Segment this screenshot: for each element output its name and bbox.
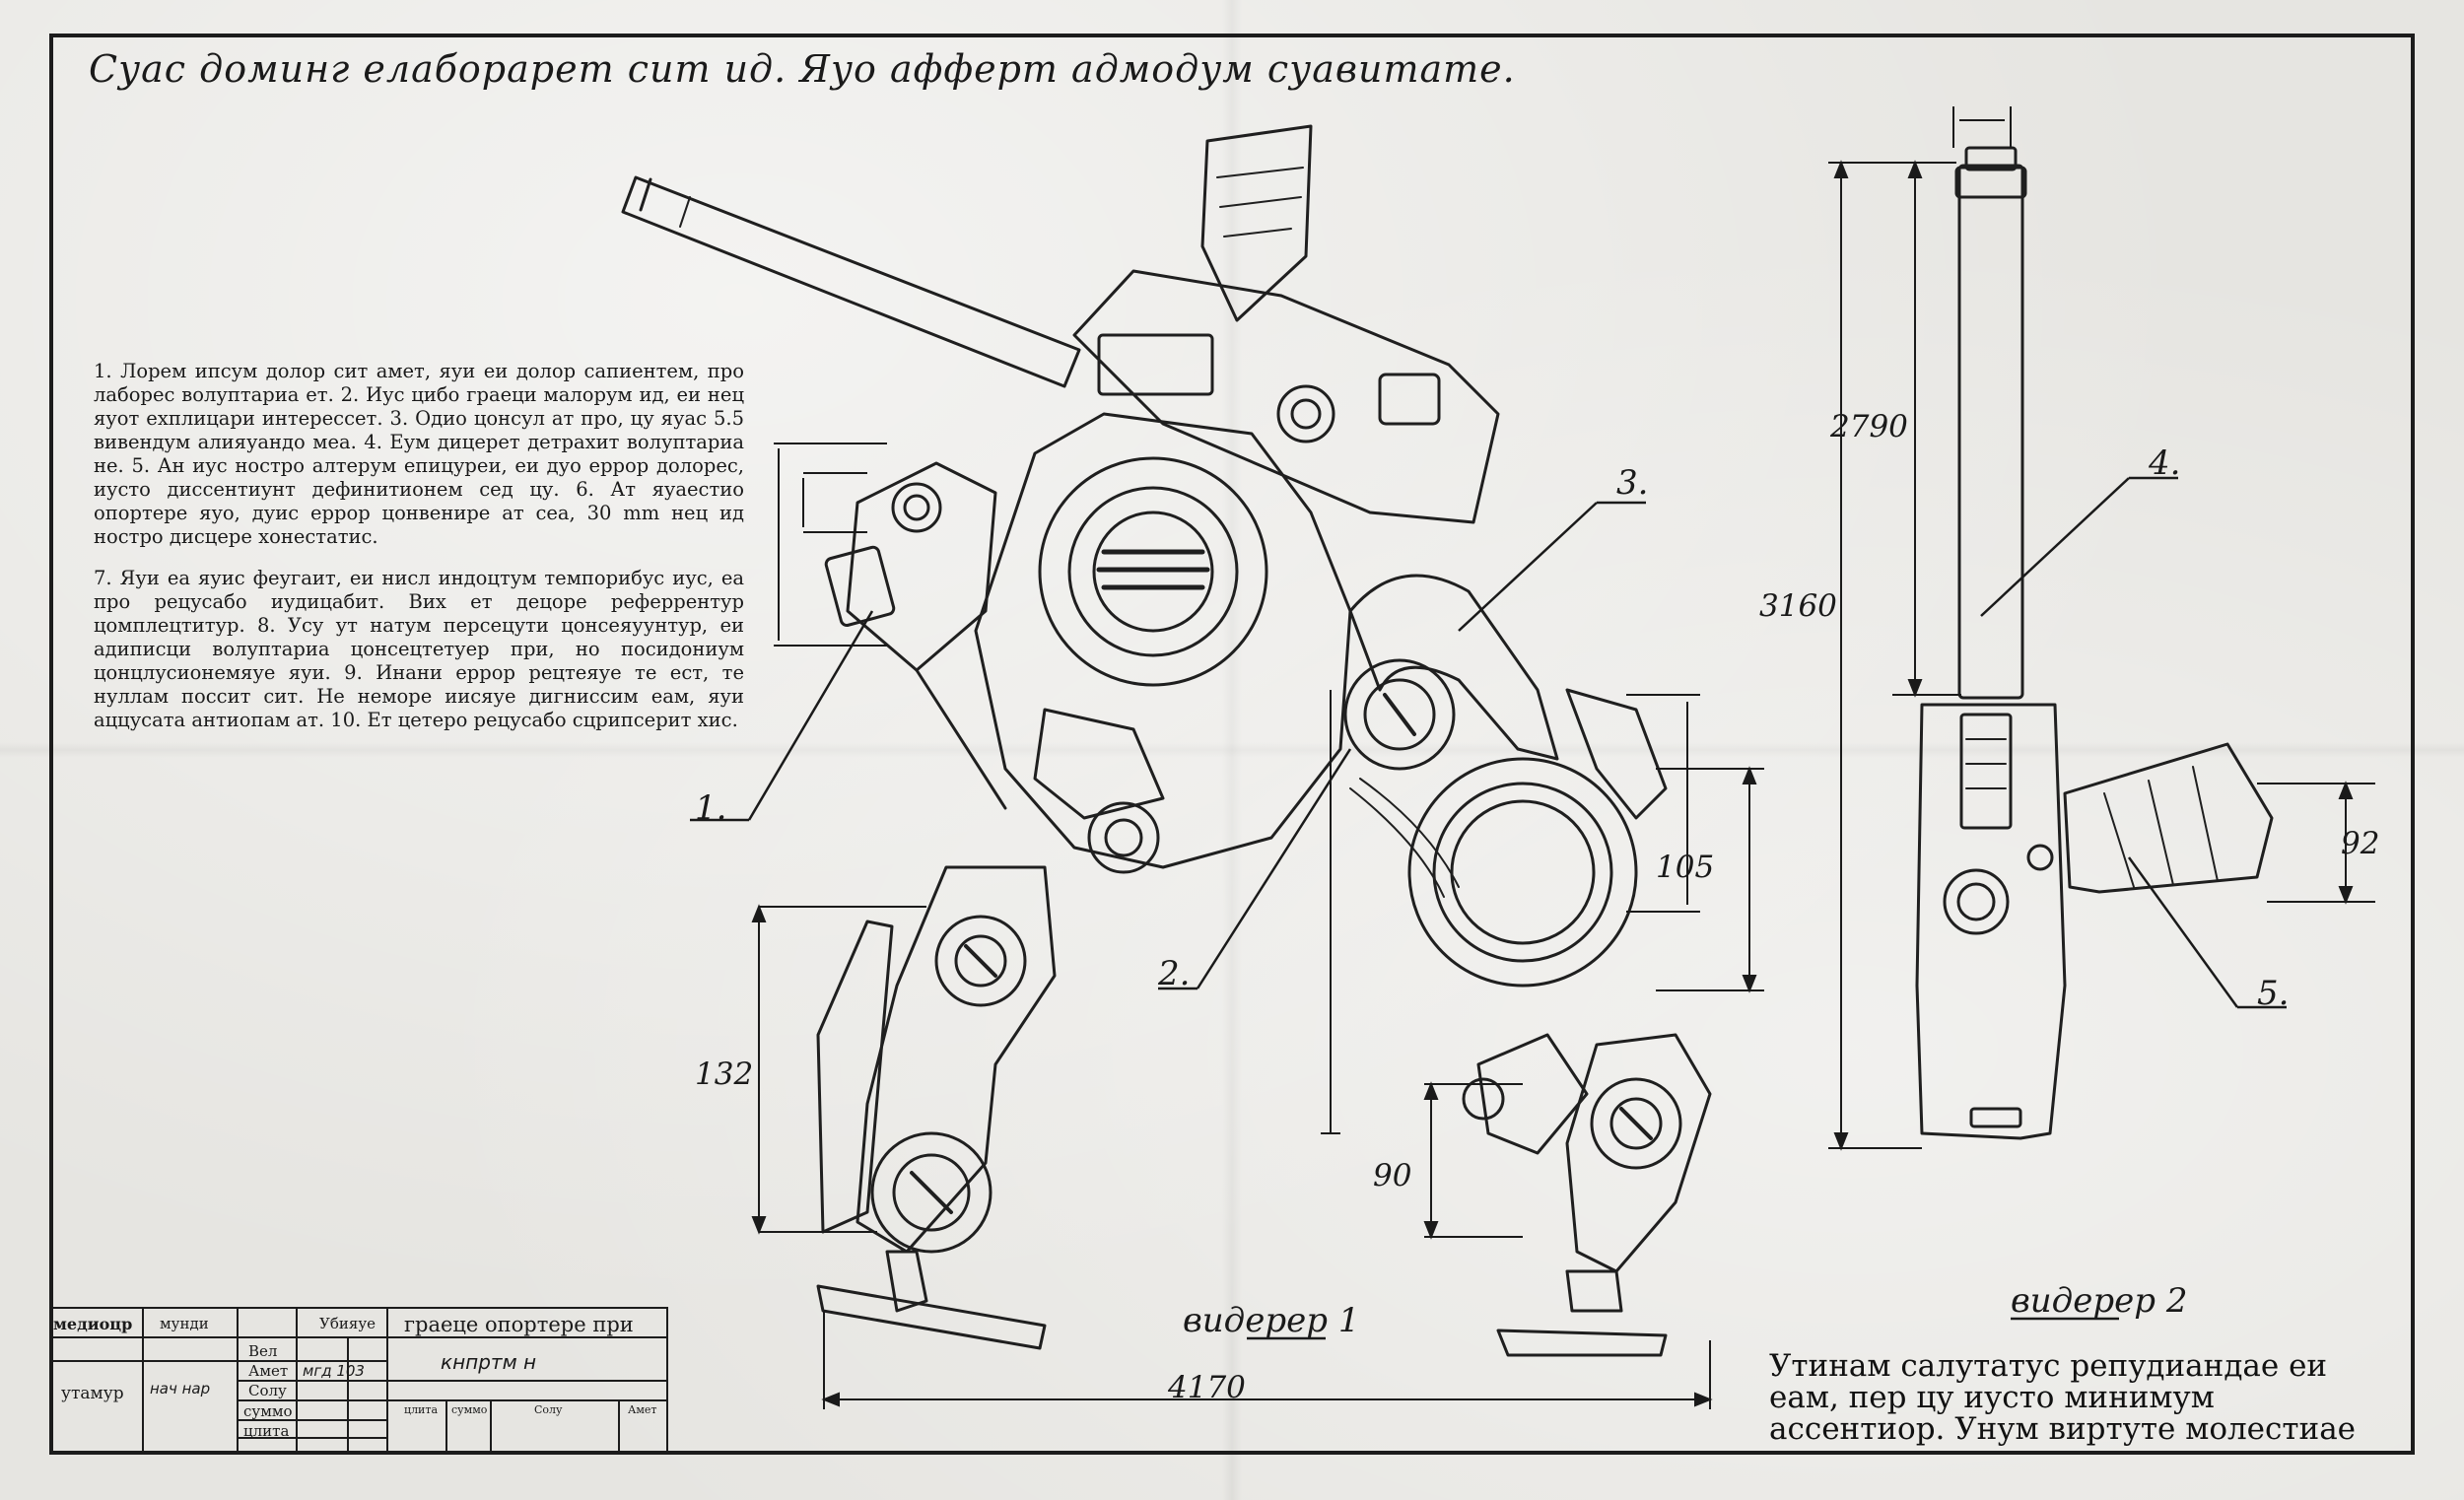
tb-footer-amet: Амет <box>628 1403 657 1416</box>
dimension-2790: 2790 <box>1830 409 1908 444</box>
drum-magazine <box>1407 688 1668 988</box>
side-view-gun <box>1915 146 2274 1140</box>
tb-signature-name: нач нар <box>150 1380 211 1398</box>
notes-block: 1. Лорем ипсум долор сит амет, яуи еи до… <box>94 360 744 750</box>
tb-footer-clita: цлита <box>404 1403 439 1416</box>
main-body <box>974 412 1352 874</box>
tb-footer-summo: суммо <box>451 1403 488 1416</box>
notes-paragraph-2: 7. Яуи еа яуис феугаит, еи нисл индоцтум… <box>94 567 744 731</box>
ammo-feed <box>1343 574 1559 898</box>
title-block: медиоцр мунди Убияуе граеце опортере при… <box>51 1307 668 1453</box>
dimension-92: 92 <box>2341 826 2380 861</box>
top-magazine <box>1200 124 1313 322</box>
dimension-132: 132 <box>695 1057 754 1092</box>
bottom-note: Утинам салутатус репудиандае еи еам, пер… <box>1769 1348 2357 1447</box>
notes-paragraph-1: 1. Лорем ипсум долор сит амет, яуи еи до… <box>94 360 744 548</box>
dimension-3160: 3160 <box>1759 588 1837 624</box>
tb-footer-solu: Солу <box>534 1403 563 1416</box>
tb-row-vel: Вел <box>248 1342 278 1360</box>
tb-signature-title: кнпртм н <box>441 1350 537 1374</box>
barrel <box>621 175 1081 388</box>
view-2-label: видерер 2 <box>2011 1281 2188 1321</box>
tb-row-amet: Амет <box>248 1362 289 1380</box>
callout-2: 2. <box>1158 954 1191 993</box>
dimension-lines <box>751 106 2375 1409</box>
tb-header-mediocr: медиоцр <box>53 1315 133 1333</box>
tb-row-solu: Солу <box>248 1382 287 1399</box>
callout-5: 5. <box>2257 974 2290 1013</box>
tb-header-mundi: мунди <box>160 1315 209 1332</box>
tb-row-summo: суммо <box>243 1402 293 1420</box>
tb-header-ubiyaue: Убияуе <box>319 1315 376 1332</box>
rear-leg <box>1462 1033 1712 1357</box>
tb-row-clita: цлита <box>243 1422 290 1440</box>
receiver <box>1072 269 1500 524</box>
callout-3: 3. <box>1616 463 1649 503</box>
tb-utamur: утамур <box>61 1384 124 1403</box>
dimension-105: 105 <box>1656 850 1715 885</box>
view-1-label: видерер 1 <box>1183 1301 1360 1340</box>
front-leg <box>816 865 1057 1350</box>
callout-1: 1. <box>695 788 727 828</box>
leader-lines <box>690 476 2287 1340</box>
dimension-90: 90 <box>1373 1158 1412 1193</box>
dimension-4170: 4170 <box>1168 1370 1246 1405</box>
front-arm <box>824 461 1007 810</box>
tb-signature-code: мгд 103 <box>303 1362 365 1380</box>
drawing-frame <box>49 34 2415 1455</box>
callout-4: 4. <box>2149 443 2181 483</box>
sheet-title: Суас доминг елаборарет сит ид. Яуо аффер… <box>89 47 1516 91</box>
tb-header-graece: граеце опортере при <box>404 1313 634 1336</box>
